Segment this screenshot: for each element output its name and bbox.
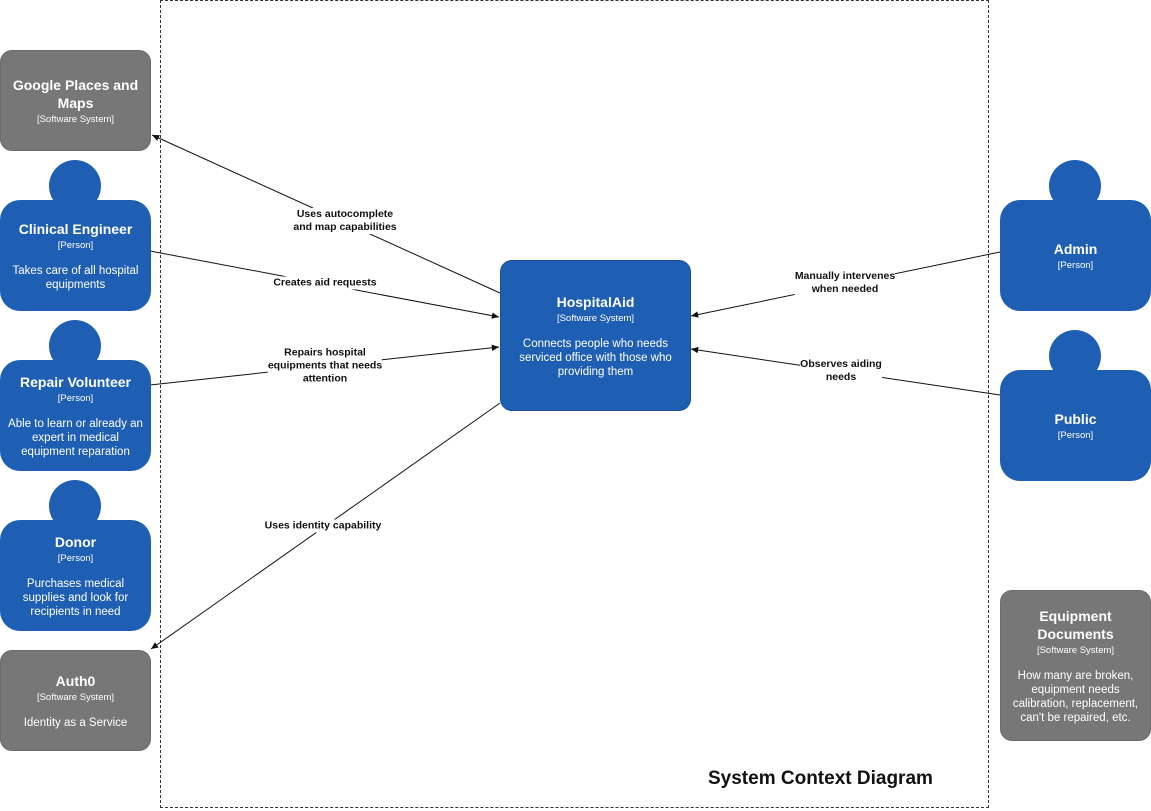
google-maps-system: Google Places and Maps [Software System] — [0, 50, 151, 151]
diagram-title: System Context Diagram — [708, 768, 933, 789]
equipment-documents-system: Equipment Documents [Software System] Ho… — [1000, 590, 1151, 741]
node-name: HospitalAid — [556, 293, 635, 310]
node-name: Equipment Documents — [1037, 607, 1114, 642]
node-name: Admin — [1053, 240, 1098, 257]
node-description: Identity as a Service — [23, 716, 128, 729]
donor-person: Donor [Person] Purchases medical supplie… — [0, 520, 151, 631]
node-type: [Person] — [1057, 429, 1094, 441]
public-person: Public [Person] — [1000, 370, 1151, 481]
node-type: [Software System] — [36, 113, 115, 125]
hospitalaid-system: HospitalAid [Software System] Connects p… — [500, 260, 691, 411]
node-description: How many are broken, equipment needs cal… — [1012, 669, 1139, 724]
edge-label-aid-requests: Creates aid requests — [273, 276, 377, 290]
node-type: [Person] — [57, 239, 94, 251]
node-name: Donor — [54, 533, 97, 550]
node-type: [Person] — [57, 552, 94, 564]
node-name: Public — [1054, 410, 1097, 427]
edge-label-identity: Uses identity capability — [264, 519, 382, 533]
node-name: Google Places and Maps — [12, 76, 139, 111]
node-name: Repair Volunteer — [20, 373, 131, 390]
node-type: [Software System] — [556, 312, 635, 324]
node-name: Clinical Engineer — [18, 220, 133, 237]
node-description: Connects people who needs serviced offic… — [519, 337, 672, 378]
node-name: Auth0 — [55, 672, 96, 689]
node-type: [Software System] — [1036, 644, 1115, 656]
node-type: [Software System] — [36, 691, 115, 703]
node-description: Purchases medical supplies and look for … — [22, 577, 129, 618]
admin-person: Admin [Person] — [1000, 200, 1151, 311]
system-boundary — [160, 0, 989, 808]
auth0-system: Auth0 [Software System] Identity as a Se… — [0, 650, 151, 751]
node-description: Takes care of all hospital equipments — [12, 264, 139, 291]
node-description: Able to learn or already an expert in me… — [8, 417, 143, 458]
repair-volunteer-person: Repair Volunteer [Person] Able to learn … — [0, 360, 151, 471]
node-type: [Person] — [1057, 259, 1094, 271]
clinical-engineer-person: Clinical Engineer [Person] Takes care of… — [0, 200, 151, 311]
node-type: [Person] — [57, 392, 94, 404]
